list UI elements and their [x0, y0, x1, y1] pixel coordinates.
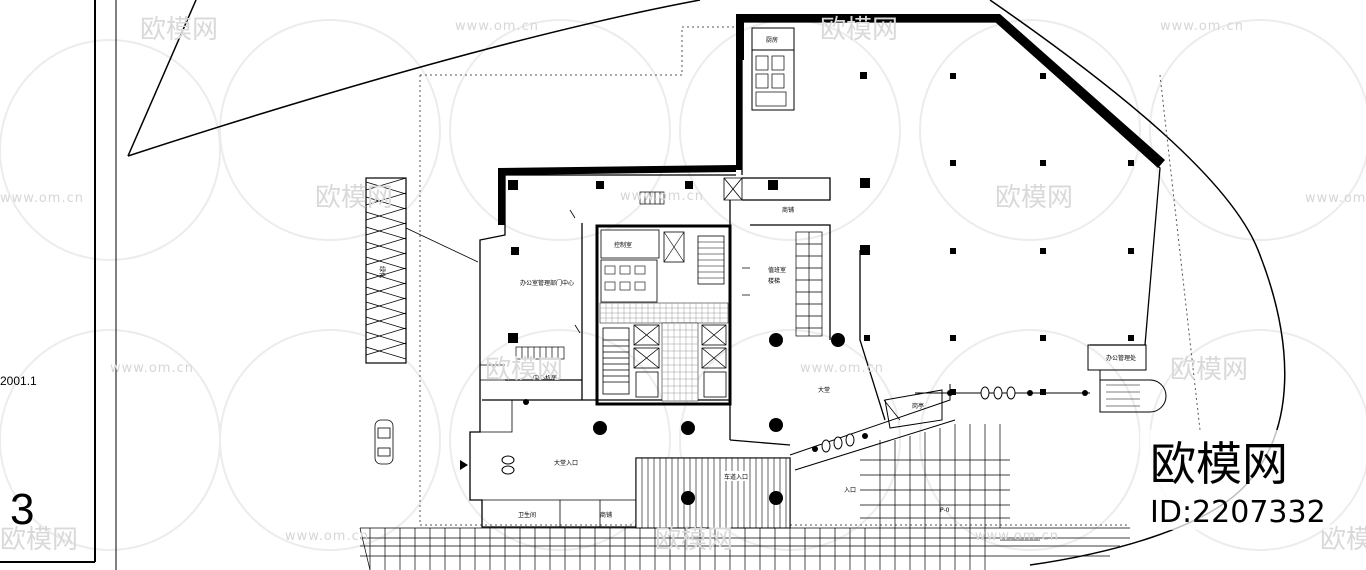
watermark-brand: 欧模网: [995, 183, 1073, 213]
lobby-left-label: 大堂入口: [554, 459, 578, 467]
watermark-url: www.om.cn: [455, 19, 539, 34]
core: 控制室: [595, 224, 732, 406]
watermark-brand: 欧模网: [820, 15, 898, 45]
kitchen-label: 厨房: [766, 36, 778, 44]
control-room-label: 控制室: [614, 241, 632, 249]
stair-label: 楼梯: [768, 277, 780, 285]
shop-bottom-label: 商铺: [600, 511, 612, 519]
watermark-url: www.om.cn: [285, 529, 369, 544]
toilet-label: 卫生间: [518, 511, 536, 519]
entry-arrow-icon: [460, 460, 468, 470]
entrance-label: 入口: [844, 487, 856, 494]
office-right-label: 办公管理处: [1106, 354, 1136, 362]
watermark-brand: 欧模网: [655, 525, 733, 555]
kitchen-block: [751, 27, 795, 111]
structural-columns: [508, 72, 1134, 395]
stair-tower-right: [1087, 344, 1167, 413]
post-label: 岗亭: [912, 402, 924, 410]
watermark-url: www.om.cn: [800, 361, 884, 376]
date-label: 2001.1: [0, 374, 37, 388]
watermark-url: www.om.cn: [110, 361, 194, 376]
sheet-border: [0, 0, 117, 570]
office-left-label: 办公室管理部门中心: [520, 279, 574, 287]
watermark-url: www.om.cn: [1160, 19, 1244, 34]
room-mid-label: 值班室: [768, 266, 786, 274]
watermark-brand: 欧模网: [140, 15, 218, 45]
site-boundary: [127, 0, 1286, 566]
watermark-url: www.om.cn: [0, 191, 84, 206]
entrance-canopy: 车道入口: [635, 457, 791, 529]
watermark-brand: 欧模网: [1170, 355, 1248, 385]
road-grid: [359, 424, 1130, 570]
corner-brand-id: ID:2207332: [1150, 495, 1326, 530]
bottom-mark-label: P-0: [940, 507, 950, 514]
watermark-brand: 欧模网: [315, 183, 393, 213]
interior-partitions: [470, 177, 901, 527]
bollard-icons: [501, 386, 1088, 475]
watermarks: 欧模网 www.om.cn 欧模网 www.om.cn www.om.cn 欧模…: [0, 15, 1366, 555]
corner-brand-name: 欧模网: [1150, 437, 1288, 491]
right-hall-label: 大堂: [818, 386, 830, 394]
property-line: [419, 26, 1201, 526]
stairs: [515, 191, 823, 360]
room-left-mid-label: 中心机房: [533, 374, 557, 382]
watermark-url: www.om.cn: [975, 529, 1059, 544]
outer-wall: [498, 14, 1165, 225]
car-icon: [374, 419, 394, 465]
watermark-url: www.om.cn: [1305, 191, 1366, 206]
planter-label: 绿化: [378, 266, 386, 278]
corner-brand: 欧模网 ID:2207332: [1140, 430, 1330, 530]
shop-right-label: 商铺: [782, 206, 794, 214]
core-lobby-tile: [599, 302, 729, 402]
watermark-brand: 欧模网: [0, 525, 78, 555]
sheet-number: 3: [10, 485, 34, 534]
watermark-url: www.om.cn: [620, 189, 704, 204]
watermark-brand: 欧模网: [485, 355, 563, 385]
planter-left: 绿化: [365, 177, 479, 364]
canopy-label: 车道入口: [724, 473, 748, 481]
